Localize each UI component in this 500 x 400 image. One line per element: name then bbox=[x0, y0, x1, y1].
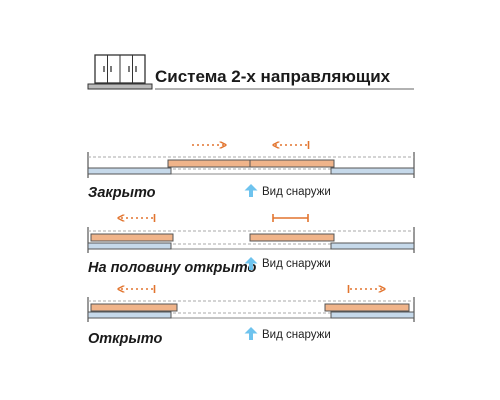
view-label: Вид снаружи bbox=[262, 329, 331, 341]
view-label: Вид снаружи bbox=[262, 258, 331, 270]
state-label-half-open: На половину открыто bbox=[88, 260, 256, 276]
outer-door-panel-left bbox=[87, 167, 172, 175]
diagram-closed: Закрыто Вид снаружи bbox=[87, 141, 415, 201]
header: Система 2-х направляющих bbox=[87, 54, 414, 90]
outer-door-panel-left bbox=[87, 242, 172, 250]
state-label-open: Открыто bbox=[88, 331, 162, 347]
view-label: Вид снаружи bbox=[262, 186, 331, 198]
diagram-half-open: На половину открыто Вид снаружи bbox=[87, 214, 415, 276]
page-title: Система 2-х направляющих bbox=[155, 67, 391, 86]
diagram-open: Открыто Вид снаружи bbox=[87, 285, 415, 347]
inner-door-panel-right bbox=[249, 233, 335, 242]
view-direction-arrow-icon bbox=[244, 184, 258, 197]
inner-door-panel-left bbox=[90, 303, 178, 312]
inner-door-panel-left bbox=[167, 159, 251, 168]
inner-door-panel-left bbox=[90, 233, 174, 242]
inner-door-panel-right bbox=[324, 303, 410, 312]
wardrobe-icon bbox=[87, 54, 153, 90]
outer-door-panel-right bbox=[330, 167, 415, 175]
state-label-closed: Закрыто bbox=[88, 185, 156, 201]
view-direction-arrow-icon bbox=[244, 327, 258, 340]
inner-door-panel-right bbox=[249, 159, 335, 168]
outer-door-panel-right bbox=[330, 242, 415, 250]
outer-door-panel-left bbox=[87, 311, 172, 319]
view-direction-arrow-icon bbox=[244, 257, 258, 270]
outer-door-panel-right bbox=[330, 311, 415, 319]
